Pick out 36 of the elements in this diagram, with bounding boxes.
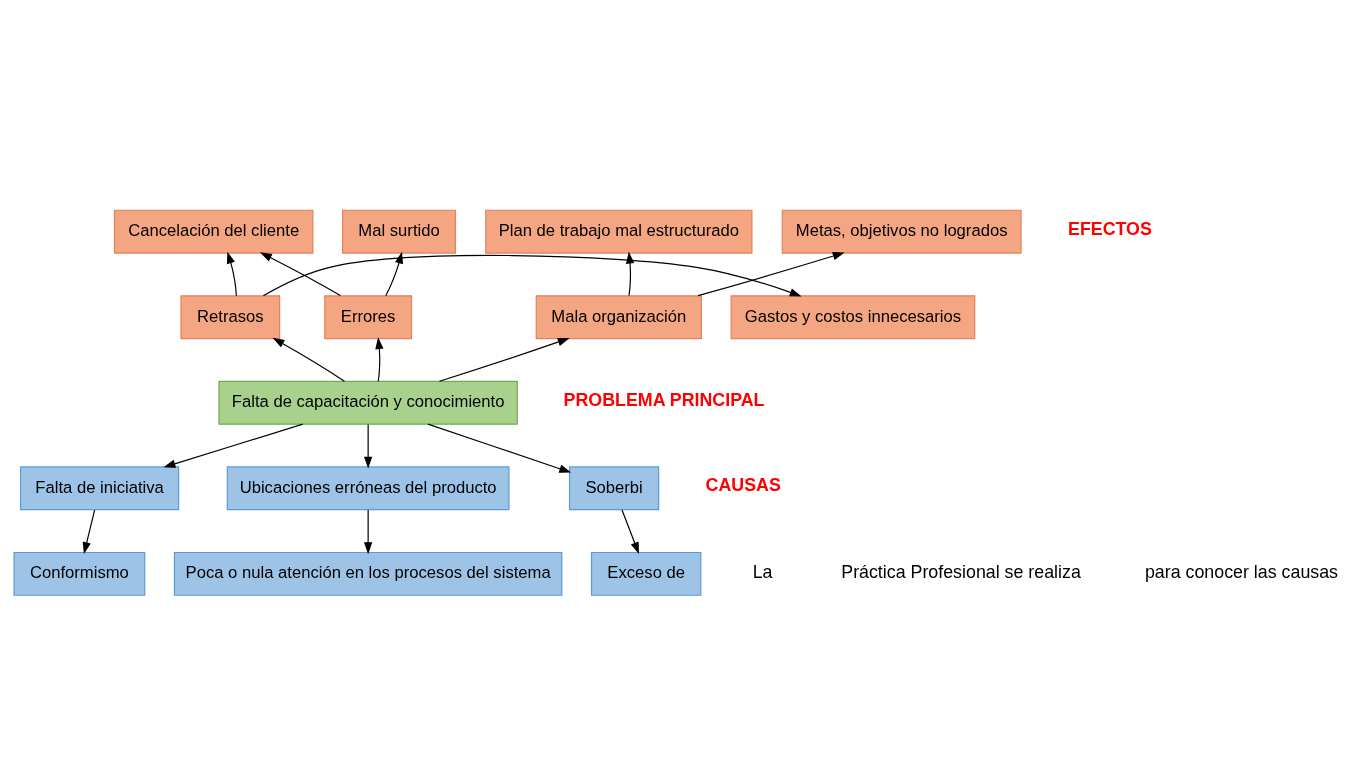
node-box: Conformismo xyxy=(13,551,146,596)
label: EFECTOS xyxy=(1068,218,1152,239)
label: PROBLEMA PRINCIPAL xyxy=(563,389,765,410)
node-box: Errores xyxy=(324,294,413,339)
arrow xyxy=(82,508,96,554)
arrow xyxy=(438,337,570,382)
node-box: Metas, objetivos no logrados xyxy=(781,209,1022,254)
node-box: Plan de trabajo mal estructurado xyxy=(485,209,753,254)
label: La xyxy=(752,561,773,582)
arrow xyxy=(363,423,373,469)
arrow xyxy=(625,251,635,296)
arrow xyxy=(363,508,373,554)
arrow xyxy=(427,423,572,473)
label: Práctica Profesional se realiza xyxy=(841,561,1081,582)
node-box: Mala organización xyxy=(535,294,703,339)
arrow xyxy=(272,337,345,382)
node-box: Falta de capacitación y conocimiento xyxy=(218,380,518,425)
arrow xyxy=(621,508,639,554)
node-box: Retrasos xyxy=(180,294,281,339)
node-box: Exceso de xyxy=(590,551,702,596)
node-box: Mal surtido xyxy=(342,209,457,254)
node-box: Falta de iniciativa xyxy=(20,465,180,510)
arrow xyxy=(697,251,845,296)
label: CAUSAS xyxy=(705,474,781,495)
node-box: Gastos y costos innecesarios xyxy=(730,294,976,339)
arrow xyxy=(259,251,341,296)
arrow xyxy=(262,254,802,296)
node-box: Poca o nula atención en los procesos del sistema xyxy=(173,551,563,596)
arrow xyxy=(375,336,384,382)
node-box: Soberbi xyxy=(568,465,660,510)
node-box: Ubicaciones erróneas del producto xyxy=(226,465,510,510)
arrow xyxy=(385,251,404,296)
label: para conocer las causas xyxy=(1144,561,1339,582)
node-box: Cancelación del cliente xyxy=(113,209,314,254)
arrow xyxy=(226,251,237,296)
arrow xyxy=(163,423,304,468)
